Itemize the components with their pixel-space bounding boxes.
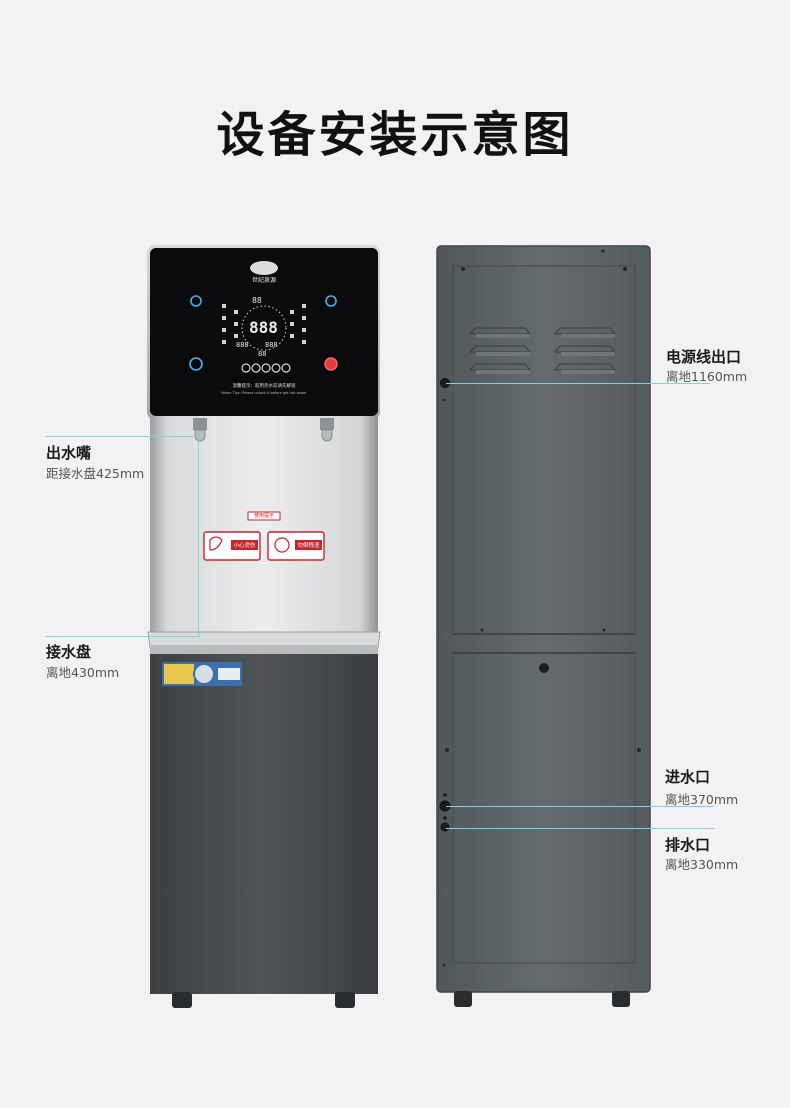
drain-port [440,822,450,832]
spout-right [320,418,334,442]
water-inlet-title: 进水口 [665,768,711,786]
spout-subtitle: 距接水盘425mm [46,466,145,481]
spout-left [193,418,207,442]
touch-button-bottom-left [189,357,203,371]
foot-right [335,992,355,1008]
front-unit-drawing [147,245,381,1008]
power-leader-line [446,383,710,384]
page-title: 设备安装示意图 [216,107,574,163]
tray-leader-line [46,636,200,637]
drain-leader-line [446,828,714,829]
drip-tray-title: 接水盘 [46,643,92,661]
display-small-readout: 88 [252,296,262,305]
rear-foot-right [612,991,630,1007]
use-tip-text: 使用提示 [253,513,274,519]
water-inlet-subtitle: 离地370mm [665,792,739,807]
temperature-ring [241,305,287,351]
drip-tray-subtitle: 离地430mm [46,665,120,680]
drip-tray-lip [150,645,378,655]
foot-left [172,992,192,1008]
spout-leader-line [46,436,200,437]
brand-name: 世纪泉源 [251,277,276,284]
use-tip-label [247,511,281,521]
brand-logo [250,261,278,275]
warning-text-right: 勿倒残渣 [297,543,320,549]
spout-title: 出水嘴 [46,444,92,462]
warning-text-left: 小心烫伤 [233,543,256,549]
display-tiny-readout: 88 [258,350,267,358]
display-right-readout: 888 [265,341,278,349]
power-outlet-subtitle: 离地1160mm [666,369,748,384]
display-main-readout: 888 [249,318,278,337]
display-left-readout: 888 [236,341,249,349]
rear-unit-drawing [436,245,651,1007]
touch-button-top-left [190,295,202,307]
touch-button-top-right [325,295,337,307]
status-icons [241,363,291,373]
screen-hint-en: Warm Tips: Please unlock it before get h… [221,391,307,395]
panel-hole [539,663,549,673]
drain-outlet-subtitle: 离地330mm [665,857,739,872]
power-outlet-title: 电源线出口 [666,348,742,366]
steel-body [150,415,378,635]
rear-foot-left [454,991,472,1007]
touch-button-bottom-right [324,357,338,371]
screen-hint-cn: 温馨提示：取用热水前请先解锁 [232,384,296,389]
control-screen [150,248,378,416]
lower-cabinet [150,654,378,994]
inlet-leader-line [446,806,714,807]
spout-to-tray-vertical-line [198,436,199,636]
rear-cabinet [436,245,651,993]
drain-outlet-title: 排水口 [665,836,711,854]
